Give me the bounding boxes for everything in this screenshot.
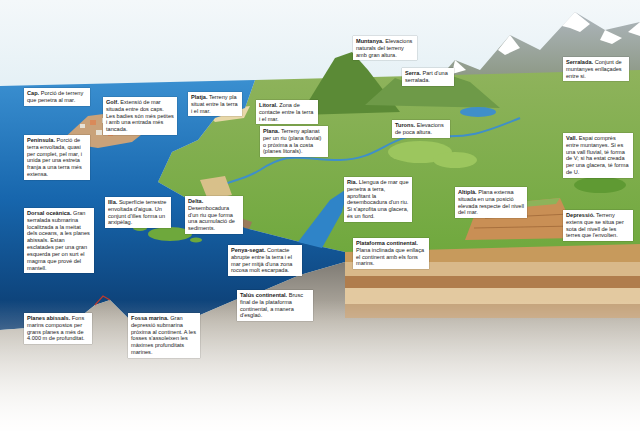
label-heading: Talús continental. <box>240 292 287 298</box>
label-paragraph: Turons. Elevacions de poca altura. <box>395 122 447 136</box>
label-paragraph: Delta. Desembocadura d'un riu que forma … <box>188 198 240 232</box>
label-paragraph: Talús continental. Brusc final de la pla… <box>240 292 310 319</box>
label-heading: Golf. <box>106 99 119 105</box>
label-heading: Platja. <box>191 94 207 100</box>
label-heading: Ria. <box>347 179 357 185</box>
label-paragraph: Altiplà. Plana extensa situada en una po… <box>458 189 524 216</box>
label-box: Muntanya. Elevacions naturals del terren… <box>353 36 417 60</box>
label-paragraph: Vall. Espai comprès entre muntanyes. Si … <box>566 135 630 176</box>
label-heading: Plataforma continental. <box>356 240 418 246</box>
label-body: Llengua de mar que penetra a terra, apro… <box>347 179 409 219</box>
label-heading: Dorsal oceànica. <box>27 210 71 216</box>
label-heading: Litoral. <box>259 102 278 108</box>
label-paragraph: Dorsal oceànica. Gran serralada submarin… <box>27 210 91 271</box>
label-heading: Plana. <box>263 128 279 134</box>
label-paragraph: Cap. Porció de terreny que penetra al ma… <box>27 90 87 104</box>
label-box: Cap. Porció de terreny que penetra al ma… <box>24 88 90 106</box>
label-heading: Vall. <box>566 135 577 141</box>
label-body: Desembocadura d'un riu que forma una acu… <box>188 205 235 231</box>
label-box: Plana. Terreny aplanat per un riu (plana… <box>260 126 328 157</box>
label-box: Turons. Elevacions de poca altura. <box>392 120 450 138</box>
label-paragraph: Penya-segat. Contacte abrupte entre la t… <box>231 247 299 274</box>
label-heading: Altiplà. <box>458 189 477 195</box>
label-box: Illa. Superfície terrestre envoltada d'a… <box>105 197 171 228</box>
label-heading: Penya-segat. <box>231 247 266 253</box>
label-box: Golf. Extensió de mar situada entre dos … <box>103 97 177 135</box>
label-box: Dorsal oceànica. Gran serralada submarin… <box>24 208 94 273</box>
label-box: Penya-segat. Contacte abrupte entre la t… <box>228 245 302 276</box>
label-heading: Cap. <box>27 90 39 96</box>
label-paragraph: Serralada. Conjunt de muntanyes enllaçad… <box>566 59 626 79</box>
label-paragraph: Litoral. Zona de contacte entre la terra… <box>259 102 315 122</box>
label-box: Plataforma continental. Plana inclinada … <box>353 238 429 269</box>
label-box: Fossa marina. Gran depressió submarina p… <box>128 313 200 358</box>
label-paragraph: Serra. Part d'una serralada. <box>405 70 451 84</box>
label-heading: Muntanya. <box>356 38 384 44</box>
label-box: Planes abissals. Fons marins compostos p… <box>24 313 92 344</box>
label-heading: Depressió. <box>566 212 595 218</box>
label-box: Serra. Part d'una serralada. <box>402 68 454 86</box>
label-box: Altiplà. Plana extensa situada en una po… <box>455 187 527 218</box>
label-heading: Península. <box>27 137 55 143</box>
label-body: Plana inclinada que enllaça el continent… <box>356 247 424 267</box>
label-body: Superfície terrestre envoltada d'aigua. … <box>108 199 166 225</box>
label-heading: Turons. <box>395 122 415 128</box>
label-heading: Delta. <box>188 198 203 204</box>
label-box: Península. Porció de terra envoltada, qu… <box>24 135 90 180</box>
label-paragraph: Plataforma continental. Plana inclinada … <box>356 240 426 267</box>
label-paragraph: Península. Porció de terra envoltada, qu… <box>27 137 87 178</box>
label-heading: Serra. <box>405 70 421 76</box>
label-heading: Illa. <box>108 199 117 205</box>
label-paragraph: Ria. Llengua de mar que penetra a terra,… <box>347 179 409 220</box>
label-paragraph: Depressió. Terreny extens que se situa p… <box>566 212 630 239</box>
label-body: Porció de terra envoltada, quasi per com… <box>27 137 82 177</box>
label-body: Gran depressió submarina pròxima al cont… <box>131 315 196 355</box>
label-heading: Fossa marina. <box>131 315 169 321</box>
label-box: Delta. Desembocadura d'un riu que forma … <box>185 196 243 234</box>
label-paragraph: Platja. Terreny pla situat entre la terr… <box>191 94 239 114</box>
label-paragraph: Golf. Extensió de mar situada entre dos … <box>106 99 174 133</box>
label-paragraph: Muntanya. Elevacions naturals del terren… <box>356 38 414 58</box>
label-box: Litoral. Zona de contacte entre la terra… <box>256 100 318 124</box>
label-box: Ria. Llengua de mar que penetra a terra,… <box>344 177 412 222</box>
label-heading: Serralada. <box>566 59 593 65</box>
label-paragraph: Planes abissals. Fons marins compostos p… <box>27 315 89 342</box>
label-heading: Planes abissals. <box>27 315 70 321</box>
label-box: Serralada. Conjunt de muntanyes enllaçad… <box>563 57 629 81</box>
label-paragraph: Plana. Terreny aplanat per un riu (plana… <box>263 128 325 155</box>
label-box: Talús continental. Brusc final de la pla… <box>237 290 313 321</box>
label-box: Depressió. Terreny extens que se situa p… <box>563 210 633 241</box>
label-box: Platja. Terreny pla situat entre la terr… <box>188 92 242 116</box>
label-body: Gran serralada submarina localitzada a l… <box>27 210 90 271</box>
label-paragraph: Illa. Superfície terrestre envoltada d'a… <box>108 199 168 226</box>
label-paragraph: Fossa marina. Gran depressió submarina p… <box>131 315 197 356</box>
label-box: Vall. Espai comprès entre muntanyes. Si … <box>563 133 633 178</box>
label-body: Espai comprès entre muntanyes. Si es una… <box>566 135 629 175</box>
